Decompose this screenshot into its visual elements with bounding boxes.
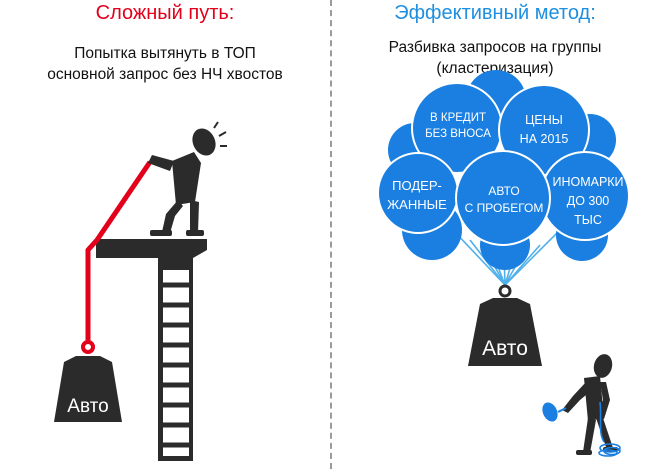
balloon-mileage xyxy=(455,150,551,246)
empty-balloon-icon xyxy=(542,402,558,422)
left-subtitle: Попытка вытянуть в ТОП основной запрос б… xyxy=(0,43,330,85)
right-illustration: В КРЕДИТ БЕЗ ВНОСА ЦЕНЫ НА 2015 ПОДЕР- Ж… xyxy=(377,70,630,457)
left-illustration: Авто xyxy=(54,121,227,461)
balloon-prices-line1: ЦЕНЫ xyxy=(525,113,563,127)
rope-coil-icon xyxy=(598,401,621,457)
balloon-credit-line1: В КРЕДИТ xyxy=(430,112,486,124)
exclamation-lines xyxy=(213,121,227,147)
right-subtitle-line2: (кластеризация) xyxy=(436,60,554,77)
balloon-used-line2: ЖАННЫЕ xyxy=(387,197,447,212)
balloon-prices-line2: НА 2015 xyxy=(520,132,569,146)
right-subtitle: Разбивка запросов на группы (кластеризац… xyxy=(331,37,659,79)
balloon-foreign-line3: ТЫС xyxy=(574,213,602,227)
balloon-used-line1: ПОДЕР- xyxy=(392,178,442,193)
rope-red xyxy=(85,160,153,343)
weight-icon: Авто xyxy=(54,340,122,422)
balloon-used xyxy=(377,152,459,234)
ladder-tower-icon xyxy=(96,239,207,461)
right-title: Эффективный метод: xyxy=(394,2,596,24)
left-weight-label: Авто xyxy=(67,396,108,417)
person-pulling-icon xyxy=(148,128,216,236)
right-weight-label: Авто xyxy=(482,337,528,360)
balloon-mileage-line1: АВТО xyxy=(488,184,519,198)
left-subtitle-line2: основной запрос без НЧ хвостов xyxy=(47,66,283,83)
left-panel: Сложный путь: Попытка вытянуть в ТОП осн… xyxy=(0,2,330,461)
weight-icon: Авто xyxy=(468,284,542,366)
balloon-mileage-line2: С ПРОБЕГОМ xyxy=(465,201,544,215)
left-subtitle-line1: Попытка вытянуть в ТОП xyxy=(74,45,256,62)
person-walking-icon xyxy=(562,354,618,455)
center-divider xyxy=(330,0,332,469)
left-title: Сложный путь: xyxy=(95,2,235,24)
balloon-foreign-line2: ДО 300 xyxy=(567,194,610,208)
balloon-foreign-line1: ИНОМАРКИ xyxy=(552,175,623,189)
right-subtitle-line1: Разбивка запросов на группы xyxy=(388,39,602,56)
right-panel: Эффективный метод: Разбивка запросов на … xyxy=(331,0,659,469)
balloon-credit-line2: БЕЗ ВНОСА xyxy=(425,128,491,140)
